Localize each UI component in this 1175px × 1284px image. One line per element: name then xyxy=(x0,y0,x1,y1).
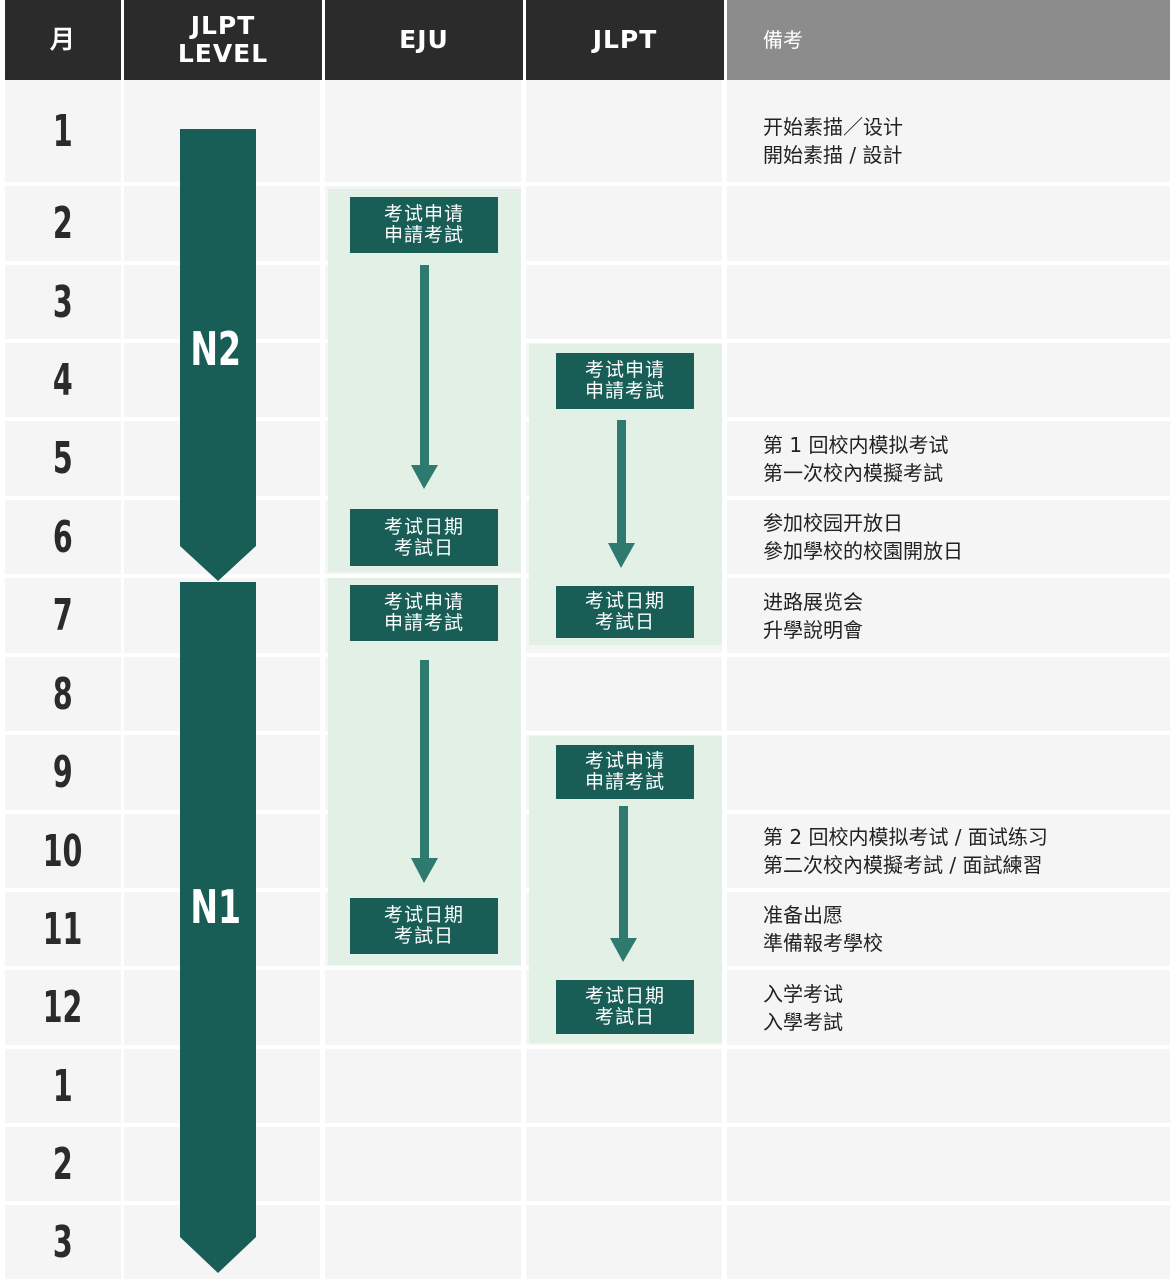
month-cell: 1 xyxy=(5,1049,121,1123)
header-month: 月 xyxy=(5,0,121,80)
month-label: 2 xyxy=(53,198,73,249)
month-cell: 10 xyxy=(5,814,121,888)
note-line: 準備報考學校 xyxy=(763,931,883,955)
eju-apply-box-2: 考试申请申請考試 xyxy=(350,585,498,641)
month-cell: 3 xyxy=(5,1205,121,1279)
note-r1: 开始素描／设计開始素描 / 設計 xyxy=(727,100,1170,182)
grid-cell xyxy=(526,1127,722,1201)
month-label: 1 xyxy=(53,105,73,157)
month-cell: 1 xyxy=(5,80,121,182)
eju-exam-box-2: 考试日期考試日 xyxy=(350,898,498,954)
grid-cell xyxy=(727,80,1170,182)
note-line: 进路展览会 xyxy=(763,589,863,614)
header-eju: EJU xyxy=(325,0,523,80)
grid-cell xyxy=(727,421,1170,496)
jlpt-apply-box-1: 考试申请申請考試 xyxy=(556,353,694,409)
header-notes: 備考 xyxy=(727,0,1170,80)
note-line: 參加學校的校園開放日 xyxy=(763,539,963,563)
month-cell: 8 xyxy=(5,657,121,731)
month-cell: 5 xyxy=(5,421,121,496)
grid-cell xyxy=(727,186,1170,261)
month-cell: 6 xyxy=(5,500,121,574)
month-label: 11 xyxy=(43,903,83,955)
month-cell: 9 xyxy=(5,735,121,810)
month-label: 5 xyxy=(53,433,73,484)
note-r6: 参加校园开放日參加學校的校園開放日 xyxy=(727,500,1170,574)
month-label: 7 xyxy=(53,590,73,641)
grid-cell xyxy=(727,265,1170,339)
grid-cell xyxy=(526,1049,722,1123)
grid-cell xyxy=(727,1205,1170,1279)
jlpt-exam-box-2: 考试日期考試日 xyxy=(556,980,694,1034)
note-r12: 入学考试入學考試 xyxy=(727,970,1170,1045)
grid-cell xyxy=(727,500,1170,574)
grid-cell xyxy=(727,657,1170,731)
jlpt-exam-box-1: 考试日期考試日 xyxy=(556,586,694,638)
header-jlpt: JLPT xyxy=(526,0,724,80)
grid-cell xyxy=(727,970,1170,1045)
note-line: 第二次校內模擬考試 / 面試練習 xyxy=(763,853,1043,877)
note-line: 入学考试 xyxy=(763,981,843,1006)
grid-cell xyxy=(727,892,1170,966)
note-line: 第 2 回校内模拟考试 / 面试练习 xyxy=(763,825,1048,849)
grid-cell xyxy=(325,1127,521,1201)
month-cell: 3 xyxy=(5,265,121,339)
month-cell: 2 xyxy=(5,186,121,261)
month-label: 10 xyxy=(43,825,83,877)
note-line: 第 1 回校内模拟考试 xyxy=(763,432,949,457)
month-label: 4 xyxy=(53,354,73,406)
month-label: 3 xyxy=(53,1216,73,1268)
grid-cell xyxy=(325,80,521,182)
grid-cell xyxy=(526,657,722,731)
note-r7: 进路展览会升學說明會 xyxy=(727,578,1170,653)
month-label: 8 xyxy=(53,668,73,720)
month-label: 6 xyxy=(53,511,73,563)
month-cell: 2 xyxy=(5,1127,121,1201)
grid-cell xyxy=(727,578,1170,653)
grid-cell xyxy=(526,1205,722,1279)
jlpt-apply-box-2: 考试申请申請考試 xyxy=(556,745,694,799)
grid-cell xyxy=(526,186,722,261)
n1-label: N1 xyxy=(190,880,242,934)
note-line: 入學考試 xyxy=(763,1009,843,1034)
grid-cell xyxy=(727,1127,1170,1201)
grid-cell xyxy=(727,343,1170,417)
month-cell: 12 xyxy=(5,970,121,1045)
month-label: 3 xyxy=(53,276,73,328)
grid-cell xyxy=(325,1205,521,1279)
month-label: 12 xyxy=(43,982,83,1033)
note-r11: 准备出愿準備報考學校 xyxy=(727,892,1170,966)
n1-bar xyxy=(180,582,256,1273)
grid-cell xyxy=(325,970,521,1045)
eju-exam-box-1: 考试日期考試日 xyxy=(350,509,498,566)
note-line: 開始素描 / 設計 xyxy=(763,143,903,167)
grid-cell xyxy=(325,1049,521,1123)
month-label: 2 xyxy=(53,1138,73,1190)
note-line: 第一次校內模擬考試 xyxy=(763,460,943,485)
grid-cell xyxy=(526,265,722,339)
note-r5: 第 1 回校内模拟考试第一次校內模擬考試 xyxy=(727,421,1170,496)
note-line: 参加校园开放日 xyxy=(763,511,903,535)
note-line: 开始素描／设计 xyxy=(763,115,903,139)
month-cell: 7 xyxy=(5,578,121,653)
n2-bar xyxy=(180,129,256,581)
note-r10: 第 2 回校内模拟考试 / 面试练习第二次校內模擬考試 / 面試練習 xyxy=(727,814,1170,888)
grid-cell xyxy=(526,80,722,182)
note-line: 升學說明會 xyxy=(763,617,863,642)
n2-label: N2 xyxy=(190,322,242,376)
grid-cell xyxy=(727,735,1170,810)
month-cell: 11 xyxy=(5,892,121,966)
month-cell: 4 xyxy=(5,343,121,417)
month-label: 9 xyxy=(53,747,73,798)
level-bars xyxy=(180,129,256,1273)
grid-cell xyxy=(727,814,1170,888)
month-label: 1 xyxy=(53,1060,73,1112)
eju-apply-box-1: 考试申请申請考試 xyxy=(350,197,498,253)
grid-cell xyxy=(727,1049,1170,1123)
note-line: 准备出愿 xyxy=(763,903,843,927)
